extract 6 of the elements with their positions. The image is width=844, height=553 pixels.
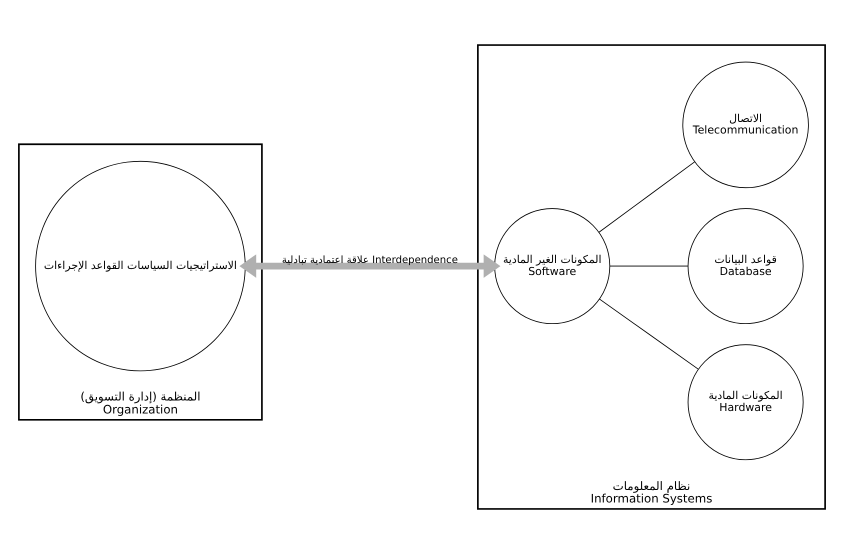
node-circle: الاستراتيجيات السياسات القواعد الإجراءات	[35, 160, 246, 371]
connector	[598, 161, 695, 232]
connector	[599, 298, 699, 369]
edge-label: علاقة اعتمادية تبادلية Interdependence	[282, 254, 458, 266]
connector	[609, 265, 688, 266]
arrow	[239, 254, 500, 278]
